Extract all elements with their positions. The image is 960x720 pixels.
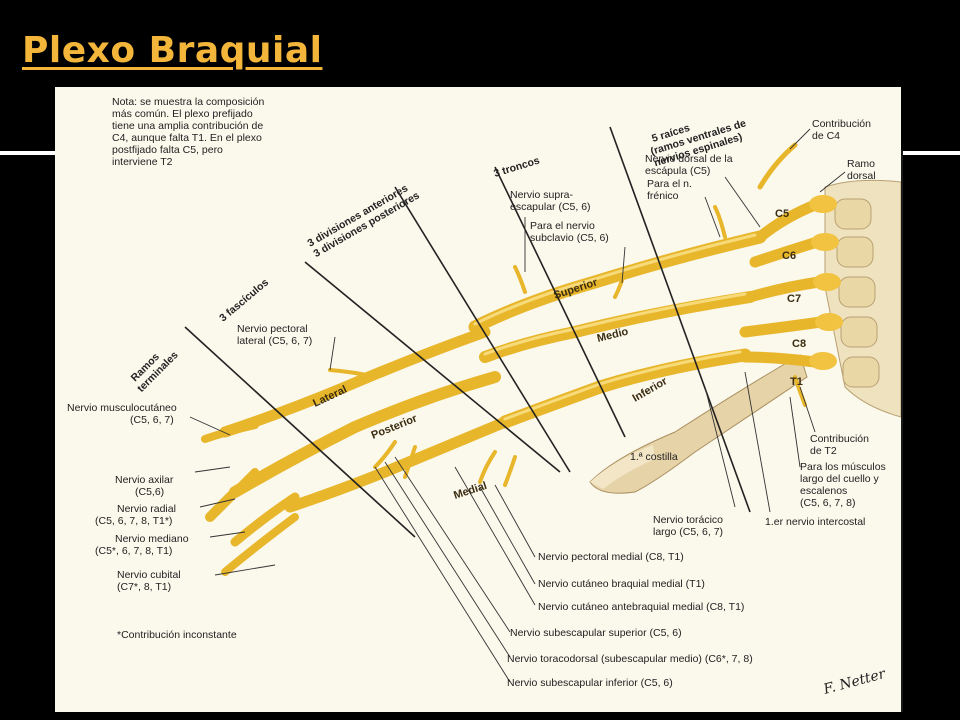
- label-pointer-lines: [189, 128, 846, 683]
- lower-subscapular-label: Nervio subescapular inferior (C5, 6): [507, 677, 673, 689]
- plexus-diagram: Nota: se muestra la composición más comú…: [67, 96, 901, 698]
- c4-contribution-label: Contribución: [812, 118, 871, 130]
- lateral-pectoral-label: Nervio pectoral: [237, 323, 308, 335]
- svg-text:largo del cuello y: largo del cuello y: [800, 473, 880, 485]
- label-t1: T1: [790, 376, 803, 388]
- intercostal-label: 1.er nervio intercostal: [765, 516, 865, 528]
- note-line-6: interviene T2: [112, 156, 173, 168]
- subclavian-label: Para el nervio: [530, 220, 595, 232]
- svg-text:(C5*, 6, 7, 8, T1): (C5*, 6, 7, 8, T1): [95, 545, 172, 557]
- nerve-trunks: [201, 142, 843, 576]
- phrenic-label: Para el n.: [647, 178, 692, 190]
- note-line-4: C4, aunque falta T1. En el plexo: [112, 132, 262, 144]
- group-leader-lines: [184, 126, 751, 538]
- netter-signature: F. Netter: [821, 666, 888, 698]
- note-line-5: postfijado falta C5, pero: [112, 144, 223, 156]
- label-c8: C8: [792, 338, 806, 350]
- right-labels: Contribución de C4 Ramo dorsal Nervio do…: [510, 118, 886, 538]
- note-line-1: Nota: se muestra la composición: [112, 96, 264, 108]
- c7-ganglion: [813, 273, 841, 291]
- label-c7: C7: [787, 293, 801, 305]
- slide-title: Plexo Braquial: [22, 30, 323, 71]
- first-rib-label: 1.ª costilla: [630, 451, 678, 463]
- label-c5: C5: [775, 208, 789, 220]
- note-line-2: más común. El plexo prefijado: [112, 108, 253, 120]
- t1-ganglion: [809, 352, 837, 370]
- svg-text:(C5,6): (C5,6): [135, 486, 164, 498]
- footnote: *Contribución inconstante: [117, 629, 237, 641]
- svg-text:largo (C5, 6, 7): largo (C5, 6, 7): [653, 526, 723, 538]
- musculocutaneous-label: Nervio musculocutáneo: [67, 402, 177, 414]
- note-line-3: tiene una amplia contribución de: [112, 120, 263, 132]
- svg-text:(C5, 6, 7, 8, T1*): (C5, 6, 7, 8, T1*): [95, 515, 172, 527]
- trunks-heading: 3 troncos: [492, 155, 541, 180]
- c6-ganglion: [811, 233, 839, 251]
- svg-text:(C7*, 8, T1): (C7*, 8, T1): [117, 581, 171, 593]
- svg-text:(C5, 6, 7): (C5, 6, 7): [130, 414, 174, 426]
- t2-contribution-label: Contribución: [810, 433, 869, 445]
- suprascapular-label: Nervio supra-: [510, 189, 574, 201]
- bottom-labels: Nervio pectoral medial (C8, T1) Nervio c…: [117, 551, 753, 689]
- divisions-heading: 3 divisiones anteriores 3 divisiones pos…: [306, 182, 422, 260]
- svg-text:subclavio (C5, 6): subclavio (C5, 6): [530, 232, 609, 244]
- medial-brachial-cutaneous-label: Nervio cutáneo braquial medial (T1): [538, 578, 705, 590]
- trunk-superior-label: Superior: [552, 276, 599, 302]
- c8-ganglion: [815, 313, 843, 331]
- cords-heading: 3 fascículos: [217, 276, 271, 324]
- svg-text:de C4: de C4: [812, 130, 840, 142]
- svg-text:frénico: frénico: [647, 190, 679, 202]
- medial-pectoral-label: Nervio pectoral medial (C8, T1): [538, 551, 684, 563]
- vertebral-column: [824, 179, 901, 418]
- svg-text:(C5, 6, 7, 8): (C5, 6, 7, 8): [800, 497, 855, 509]
- longus-colli-label: Para los músculos: [800, 461, 886, 473]
- medial-antebrachial-cutaneous-label: Nervio cutáneo antebraquial medial (C8, …: [538, 601, 744, 613]
- svg-text:escapular (C5, 6): escapular (C5, 6): [510, 201, 591, 213]
- thoracodorsal-label: Nervio toracodorsal (subescapular medio)…: [507, 653, 753, 665]
- brachial-plexus-figure: Nota: se muestra la composición más comú…: [55, 87, 901, 712]
- left-labels: Nervio pectoral lateral (C5, 6, 7) Nervi…: [67, 323, 312, 593]
- upper-subscapular-label: Nervio subescapular superior (C5, 6): [510, 627, 682, 639]
- terminal-heading: Ramos terminales: [129, 349, 181, 395]
- spinal-root-labels: C5 C6 C7 C8 T1: [775, 208, 806, 388]
- svg-text:escápula (C5): escápula (C5): [645, 165, 710, 177]
- cord-medial-label: Medial: [452, 480, 488, 502]
- svg-text:3 divisiones anteriores: 3 divisiones anteriores: [306, 182, 411, 249]
- long-thoracic-label: Nervio torácico: [653, 514, 723, 526]
- dorsal-scapular-label: Nervio dorsal de la: [645, 153, 733, 165]
- radial-label: Nervio radial: [117, 503, 176, 515]
- composition-note: Nota: se muestra la composición más comú…: [112, 96, 264, 168]
- ulnar-label: Nervio cubital: [117, 569, 181, 581]
- median-label: Nervio mediano: [115, 533, 189, 545]
- axillary-label: Nervio axilar: [115, 474, 174, 486]
- svg-text:de T2: de T2: [810, 445, 837, 457]
- svg-text:dorsal: dorsal: [847, 170, 876, 182]
- dorsal-ramus-label: Ramo: [847, 158, 875, 170]
- svg-text:escalenos: escalenos: [800, 485, 847, 497]
- label-c6: C6: [782, 250, 796, 262]
- svg-text:3 divisiones posteriores: 3 divisiones posteriores: [312, 189, 422, 260]
- svg-text:lateral (C5, 6, 7): lateral (C5, 6, 7): [237, 335, 312, 347]
- c5-ganglion: [809, 195, 837, 213]
